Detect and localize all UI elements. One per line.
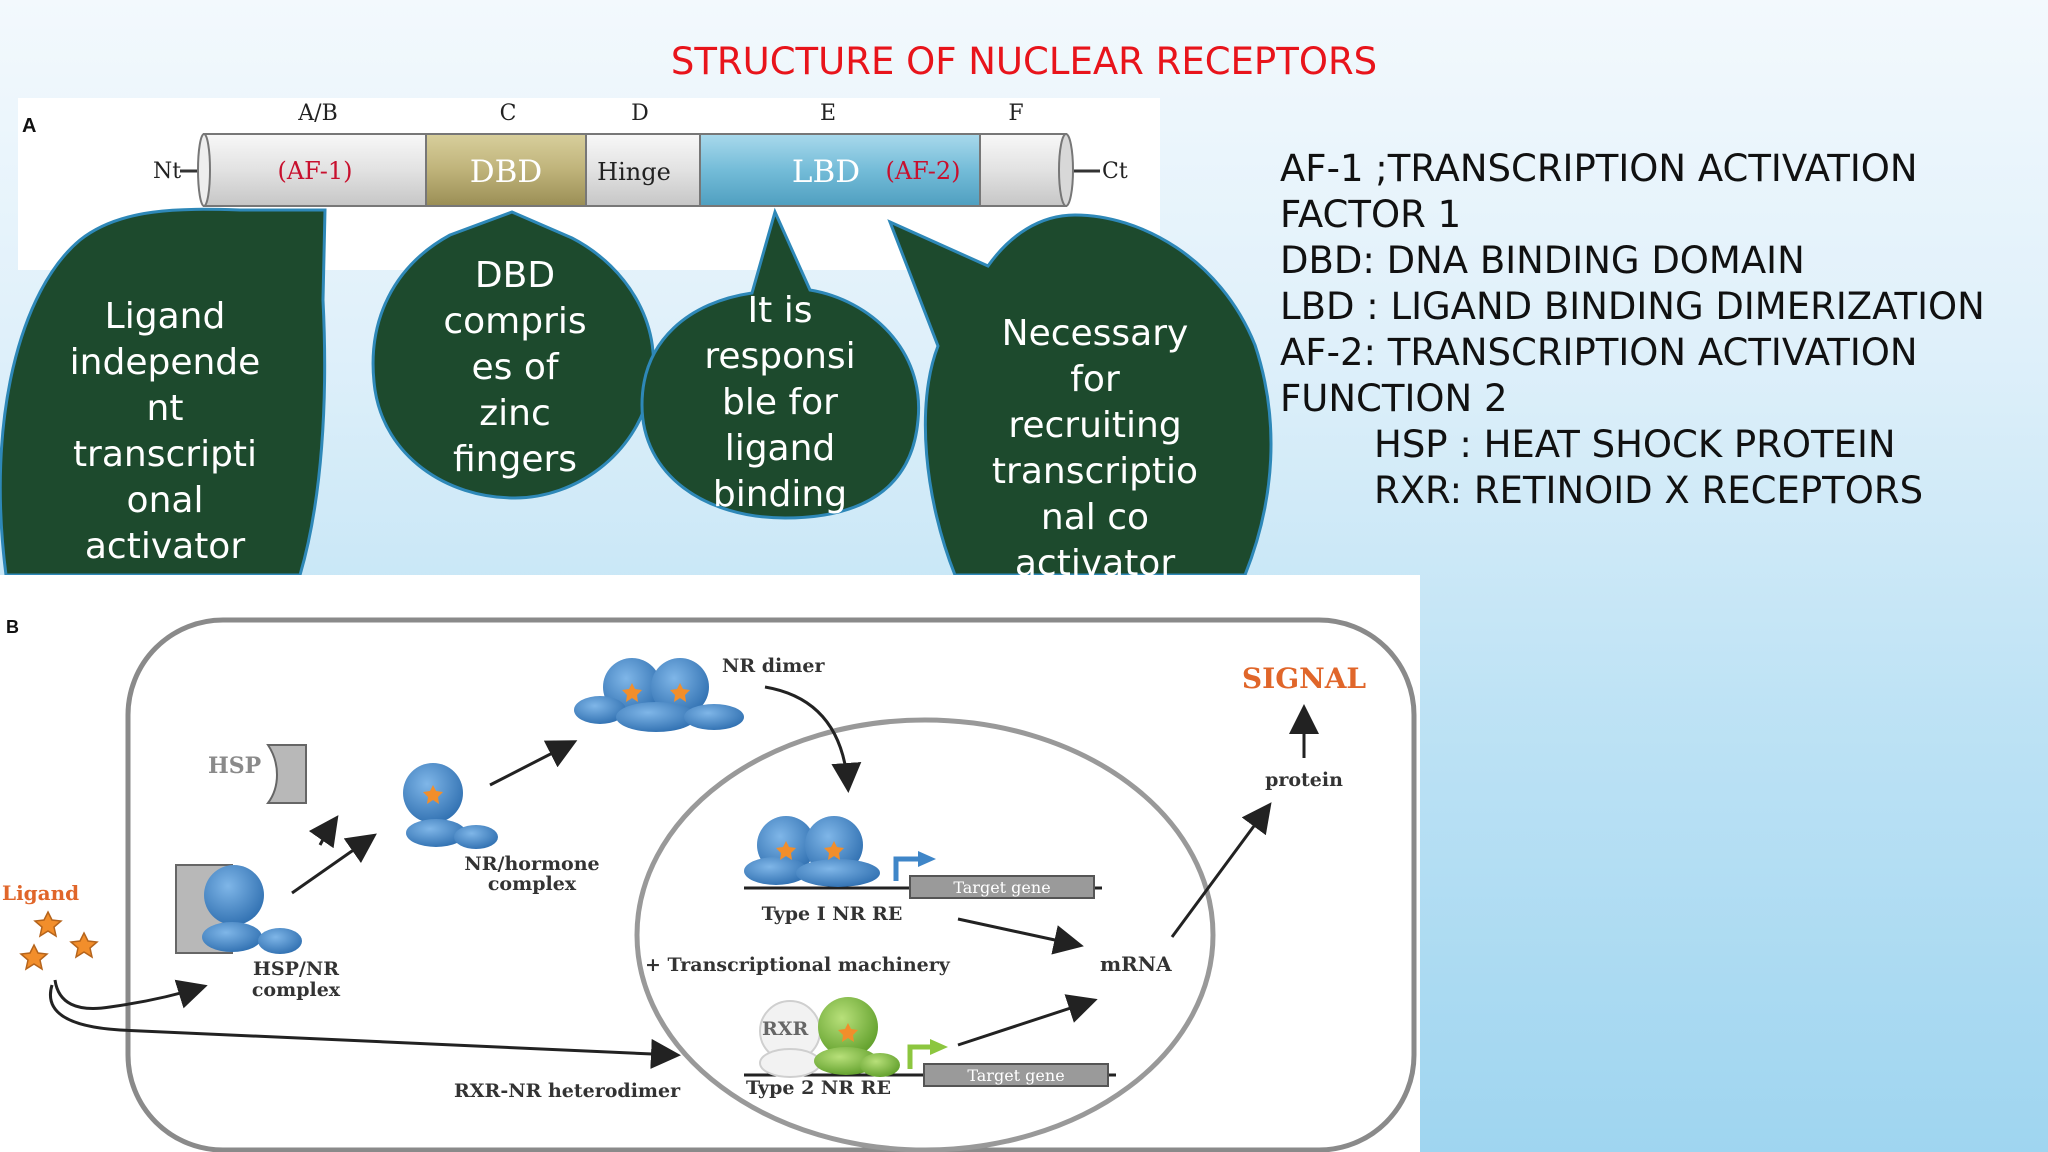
abbreviation-legend: AF-1 ;TRANSCRIPTION ACTIVATION FACTOR 1 … <box>1280 146 2040 514</box>
signaling-pathway-svg: B Ligand HSP HSP/NR complex NR/hormone c… <box>2 617 1417 1152</box>
region-d-label: D <box>631 101 649 126</box>
hormone-star-icon <box>776 841 796 860</box>
legend-line: FUNCTION 2 <box>1280 377 1508 420</box>
region-ab-label: A/B <box>297 101 337 126</box>
n-terminus-label: Nt <box>153 159 181 184</box>
ligand-star-icon <box>19 943 49 971</box>
transcriptional-machinery-label: + Transcriptional machinery <box>645 954 951 976</box>
target-gene-label: Target gene <box>953 878 1050 897</box>
hinge-segment <box>585 133 701 207</box>
legend-line: HSP : HEAT SHOCK PROTEIN <box>1374 423 1896 466</box>
ligand-star-icon <box>33 910 63 938</box>
receptor-icon <box>574 696 626 724</box>
arrow <box>764 685 862 793</box>
hsp-icon <box>266 744 307 804</box>
ligand-star-icon <box>69 931 99 959</box>
rxr-icon <box>759 1048 821 1078</box>
hormone-star-icon <box>824 841 844 860</box>
dbd-segment-label: DBD <box>470 154 543 190</box>
cylinder-start-cap <box>197 133 211 207</box>
receptor-icon <box>860 1053 900 1077</box>
receptor-icon <box>202 922 262 952</box>
transcription-start-arrowhead <box>930 1039 948 1055</box>
rxr-nr-heterodimer-label: RXR-NR heterodimer <box>454 1080 681 1102</box>
ligand-stars <box>19 910 99 971</box>
rxr-label: RXR <box>762 1018 809 1040</box>
hormone-star-icon <box>423 785 443 804</box>
receptor-icon <box>796 859 880 887</box>
receptor-icon <box>616 702 696 732</box>
arrow <box>49 984 681 1069</box>
region-f-label: F <box>1008 101 1023 126</box>
legend-line: LBD : LIGAND BINDING DIMERIZATION <box>1280 285 1985 328</box>
af2-callout-text: Necessary for recruiting transcriptio na… <box>991 313 1199 584</box>
f-segment <box>979 133 1067 207</box>
signal-label: SIGNAL <box>1242 662 1367 695</box>
cylinder-end-cap <box>1058 133 1074 207</box>
arrow <box>1170 802 1272 938</box>
af1-segment-label: (AF-1) <box>277 157 352 185</box>
hormone-star-icon <box>838 1023 858 1042</box>
region-c-label: C <box>500 101 517 126</box>
af2-segment-label: (AF-2) <box>885 157 960 185</box>
legend-line: AF-1 ;TRANSCRIPTION ACTIVATION <box>1280 147 1918 190</box>
receptor-icon <box>406 819 466 847</box>
transcription-start-icon <box>893 856 920 881</box>
mrna-label: mRNA <box>1100 952 1172 976</box>
cell-membrane <box>125 617 1417 1152</box>
c-terminus-label: Ct <box>1102 159 1128 184</box>
target-gene-label: Target gene <box>967 1066 1064 1085</box>
receptor-icon <box>744 857 808 885</box>
panel-b-label: B <box>6 617 19 637</box>
nr-hormone-label: NR/hormone <box>464 853 599 875</box>
slide-title: STRUCTURE OF NUCLEAR RECEPTORS <box>670 40 1378 83</box>
hormone-star-icon <box>670 683 690 702</box>
legend-line: DBD: DNA BINDING DOMAIN <box>1280 239 1805 282</box>
region-e-label: E <box>820 101 836 126</box>
hsp-nr-label: HSP/NR <box>253 958 339 980</box>
type2-re-label: Type 2 NR RE <box>746 1077 891 1099</box>
hsp-nr-label-line2: complex <box>252 979 341 1001</box>
legend-line: FACTOR 1 <box>1280 193 1462 236</box>
af1-callout-text: Ligand independe nt transcripti onal act… <box>69 296 261 567</box>
domain-structure-svg: A A/B C D E F Nt Ct (AF-1) DBD Hinge LBD… <box>22 101 1128 207</box>
receptor-icon <box>204 865 264 925</box>
panel-a-label: A <box>22 115 36 137</box>
receptor-icon <box>454 825 498 849</box>
domain-structure-panel: A A/B C D E F Nt Ct (AF-1) DBD Hinge LBD… <box>18 98 1160 270</box>
signaling-pathway-panel: B Ligand HSP HSP/NR complex NR/hormone c… <box>0 575 1420 1152</box>
hsp-label: HSP <box>208 753 261 779</box>
protein-label: protein <box>1265 769 1343 791</box>
dbd-segment <box>425 133 587 207</box>
receptor-icon <box>684 704 744 730</box>
arrow <box>957 994 1098 1047</box>
nr-hormone-label-line2: complex <box>488 873 577 895</box>
legend-line: RXR: RETINOID X RECEPTORS <box>1374 469 1924 512</box>
arrow <box>957 917 1084 955</box>
lbd-segment <box>699 133 981 207</box>
nr-dimer-label: NR dimer <box>722 655 825 677</box>
transcription-start-arrowhead <box>918 851 936 867</box>
arrow <box>308 815 339 849</box>
dbd-callout-text: DBD compris es of zinc fingers <box>443 255 587 480</box>
target-gene-box <box>909 875 1095 899</box>
nucleus <box>634 717 1216 1152</box>
ligand-label: Ligand <box>2 881 79 905</box>
arrow <box>53 979 208 1010</box>
target-gene-box <box>923 1063 1109 1087</box>
arrow <box>291 833 377 895</box>
legend-line: AF-2: TRANSCRIPTION ACTIVATION <box>1280 331 1918 374</box>
lbd-callout-text: It is responsi ble for ligand binding <box>704 290 856 515</box>
type1-re-label: Type I NR RE <box>762 903 903 925</box>
receptor-icon <box>258 928 302 954</box>
hormone-star-icon <box>622 683 642 702</box>
transcription-start-icon <box>907 1044 932 1069</box>
lbd-segment-label: LBD <box>792 154 860 190</box>
arrow <box>489 740 578 787</box>
hinge-segment-label: Hinge <box>597 158 671 186</box>
